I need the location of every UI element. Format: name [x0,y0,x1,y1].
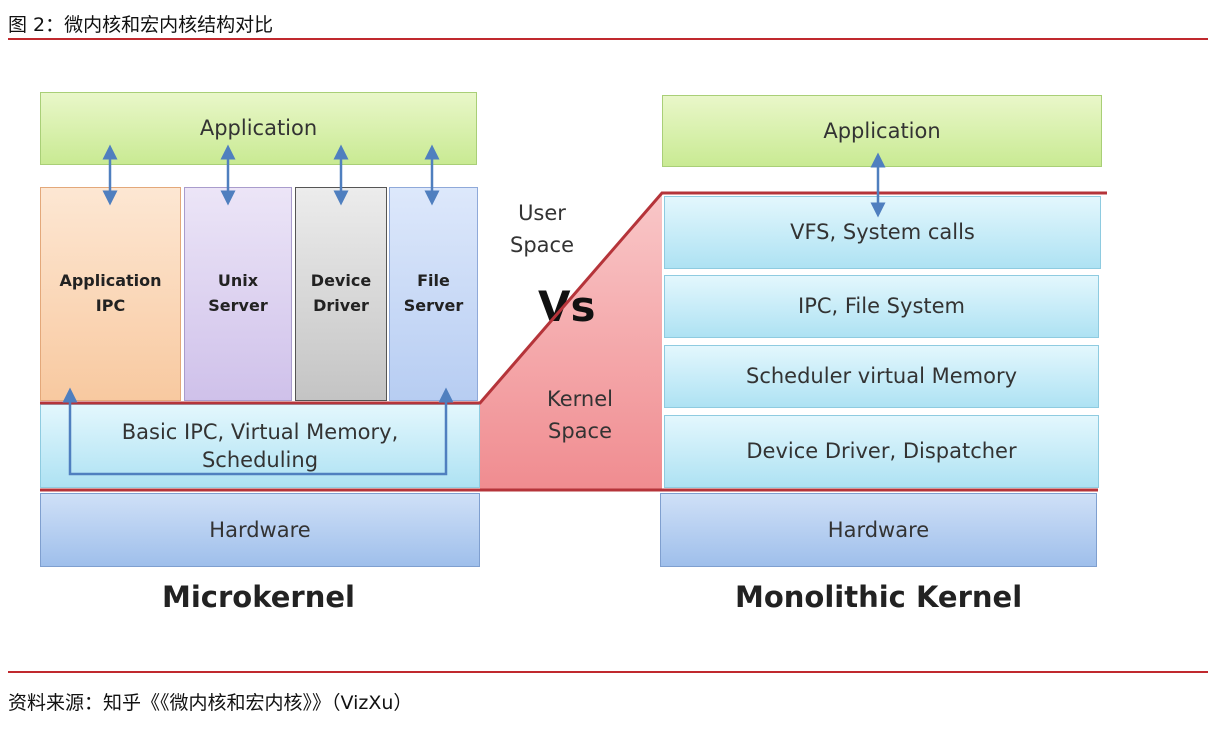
micro-hardware-box: Hardware [40,493,480,567]
mono-layer-device-driver: Device Driver, Dispatcher [664,415,1099,488]
user-space-line2: Space [510,232,574,257]
kernel-space-line2: Space [548,418,612,443]
micro-server-unix: Unix Server [184,187,292,401]
ipc-loop-arrow [62,387,454,476]
server-label-line2: Server [403,296,464,315]
mono-application-box: Application [662,95,1102,167]
source-note: 资料来源：知乎《《微内核和宏内核》》（VizXu） [8,692,413,714]
kernel-space-line1: Kernel [547,387,613,411]
micro-server-file: File Server [389,187,478,401]
server-label-line1: File [417,271,450,291]
user-space-line1: User [518,201,566,225]
micro-kernel-line2: Scheduling [201,448,319,472]
mono-hardware-box: Hardware [660,493,1097,567]
mono-layer-label: VFS, System calls [790,220,975,245]
mono-layer-ipc: IPC, File System [664,275,1099,338]
server-label-line1: Application [59,271,162,291]
server-label-line2: Driver [313,296,369,315]
top-rule [8,38,1208,40]
figure-caption: 图 2：微内核和宏内核结构对比 [8,14,274,36]
bottom-rule [8,671,1208,673]
server-label-line2: Server [208,296,268,315]
kernel-space-wedge [480,194,662,490]
micro-application-label: Application [199,116,318,141]
server-label-line1: Device [310,271,372,291]
microkernel-title: Microkernel [162,580,355,614]
mono-layer-label: Scheduler virtual Memory [745,364,1018,389]
mono-layer-label: IPC, File System [798,294,965,319]
user-kernel-divider [40,191,1107,405]
kernel-space-label: Kernel Space [530,384,630,447]
micro-hardware-label: Hardware [209,517,311,542]
mono-hardware-label: Hardware [827,517,930,542]
micro-server-device-driver: Device Driver [295,187,387,401]
mono-layer-scheduler: Scheduler virtual Memory [664,345,1099,408]
user-space-label: User Space [500,198,584,261]
mono-application-label: Application [823,118,941,143]
server-label-line1: Unix [217,271,259,291]
monolithic-title: Monolithic Kernel [735,580,1023,614]
micro-kernel-line1: Basic IPC, Virtual Memory, [121,419,399,444]
mono-layer-label: Device Driver, Dispatcher [746,439,1017,464]
server-label-line2: IPC [95,296,126,315]
